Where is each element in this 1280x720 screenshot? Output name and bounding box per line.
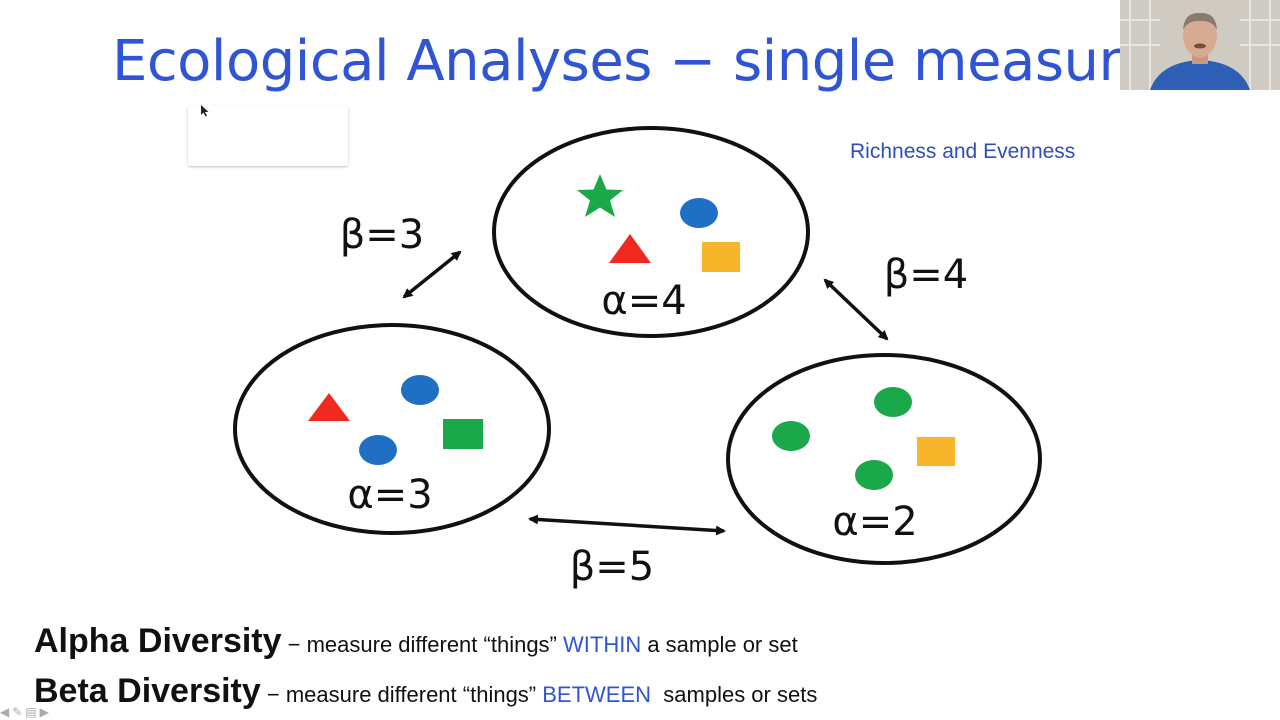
beta-label-top-left: β=3: [340, 212, 425, 258]
blue-circle-icon: [680, 198, 718, 228]
alpha-label-top: α=4: [601, 278, 686, 324]
beta-arrow-top-left: [402, 250, 462, 299]
sample-top: α=4: [492, 126, 810, 338]
slide-title: Ecological Analyses − single measur: [112, 29, 1122, 94]
beta-arrow-top-right: [823, 278, 889, 341]
yellow-square-icon: [702, 242, 740, 272]
alpha-label-right: α=2: [832, 499, 917, 545]
back-arrow-icon[interactable]: ◀: [0, 705, 10, 719]
diversity-diagram: α=4 α=3 α=2 β=3 β=4 β=5: [233, 126, 1042, 590]
beta-diversity-definition: Beta Diversity − measure different “thin…: [34, 672, 817, 711]
between-highlight: BETWEEN: [542, 682, 652, 707]
blank-note-box: [188, 106, 348, 166]
beta-label-top-right: β=4: [884, 252, 969, 298]
sample-top-ellipse: [492, 126, 810, 338]
alpha-label-left: α=3: [347, 472, 432, 518]
green-circle-icon: [874, 387, 912, 417]
blue-circle-icon: [359, 435, 397, 465]
alpha-definition-end: a sample or set: [641, 632, 798, 657]
slideshow-nav: ◀✎▤▶: [0, 704, 70, 720]
sample-left-ellipse: [233, 323, 551, 535]
blue-circle-icon: [401, 375, 439, 405]
beta-definition-text: − measure different “things”: [260, 682, 543, 707]
pen-icon[interactable]: ✎: [12, 705, 23, 719]
alpha-diversity-term: Alpha Diversity: [34, 622, 282, 660]
green-star-icon: [577, 174, 623, 217]
beta-diversity-term: Beta Diversity: [34, 672, 261, 710]
mouse-cursor-icon: [201, 105, 209, 117]
yellow-square-icon: [917, 437, 955, 466]
sample-right-ellipse: [726, 353, 1042, 565]
sample-right: α=2: [726, 353, 1042, 565]
beta-definition-end: samples or sets: [651, 682, 818, 707]
green-square-icon: [443, 419, 483, 449]
green-circle-icon: [772, 421, 810, 451]
alpha-definition-text: − measure different “things”: [281, 632, 563, 657]
presenter-webcam: [1120, 0, 1280, 90]
within-highlight: WITHIN: [563, 632, 642, 657]
forward-arrow-icon[interactable]: ▶: [39, 705, 49, 719]
sample-left: α=3: [233, 323, 551, 535]
green-circle-icon: [855, 460, 893, 490]
red-triangle-icon: [308, 393, 350, 421]
red-triangle-icon: [609, 234, 651, 263]
richness-evenness-label: Richness and Evenness: [850, 140, 1076, 163]
beta-label-left-right: β=5: [570, 544, 655, 590]
beta-arrow-left-right: [528, 514, 726, 536]
menu-icon[interactable]: ▤: [25, 705, 37, 719]
alpha-diversity-definition: Alpha Diversity − measure different “thi…: [34, 622, 798, 661]
